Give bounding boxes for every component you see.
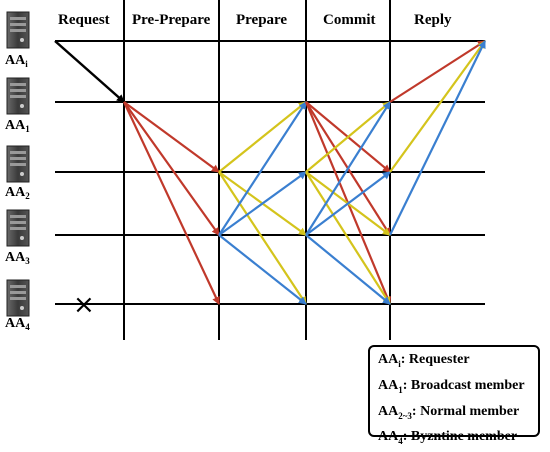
phase-request-label: Request: [58, 12, 110, 28]
pre-prepare-arrow-aa4: [123, 101, 220, 305]
legend-row-requester: AAi: Requester: [378, 352, 470, 369]
phase-prepare-label: Prepare: [236, 12, 287, 28]
node-icons: [6, 11, 30, 317]
prepare-arrow-aa2-aa1: [218, 101, 307, 173]
reply-arrow-aa1: [389, 40, 486, 103]
node-label-aa1: AA1: [5, 118, 30, 134]
node-label-aa3: AA3: [5, 250, 30, 266]
reply-arrows: [389, 40, 486, 236]
commit-arrow-aa3-aa2: [305, 171, 391, 236]
legend-row-normal: AA2~3: Normal member: [378, 403, 520, 421]
server-icon: [6, 279, 30, 317]
commit-arrow-aa2-aa1: [305, 101, 391, 173]
legend-row-byzantine: AA4: Byzntine member: [378, 429, 518, 447]
commit-arrow-aa3-aa1: [305, 101, 391, 236]
pre-prepare-arrows: [123, 101, 220, 305]
reply-arrow-aa3: [389, 40, 486, 236]
node-label-aa2: AA2: [5, 185, 30, 201]
node-label-aai: AAi: [5, 53, 28, 69]
phase-reply-label: Reply: [414, 12, 452, 28]
legend-row-broadcast: AA1: Broadcast member: [378, 377, 525, 395]
prepare-arrow-aa2-aa4: [218, 171, 307, 305]
request-arrow: [54, 40, 125, 103]
node-labels: AAi AA1 AA2 AA3 AA4: [5, 53, 30, 332]
pre-prepare-arrow-aa2: [123, 101, 220, 173]
reply-arrow-aa2: [389, 40, 486, 173]
server-icon: [6, 11, 30, 49]
commit-arrows: [304, 101, 392, 305]
commit-arrow-aa2-aa4: [305, 171, 391, 305]
prepare-arrows: [218, 101, 307, 305]
phase-pre-prepare-label: Pre-Prepare: [132, 12, 211, 28]
legend-box: AAi: Requester AA1: Broadcast member AA2…: [368, 345, 540, 446]
server-icon: [6, 145, 30, 183]
prepare-arrow-aa3-aa2: [218, 171, 307, 236]
failed-node-x-icon: ×: [73, 290, 95, 320]
phase-commit-label: Commit: [323, 12, 376, 28]
server-icon: [6, 77, 30, 115]
commit-arrow-aa3-aa4: [305, 234, 391, 305]
phase-headers: Request Pre-Prepare Prepare Commit Reply: [58, 12, 452, 28]
prepare-arrow-aa3-aa4: [218, 234, 307, 305]
node-timelines: [55, 40, 485, 305]
server-icon: [6, 209, 30, 247]
node-label-aa4: AA4: [5, 316, 30, 332]
pre-prepare-arrow-aa3: [123, 101, 220, 236]
prepare-arrow-aa3-aa1: [218, 101, 307, 236]
